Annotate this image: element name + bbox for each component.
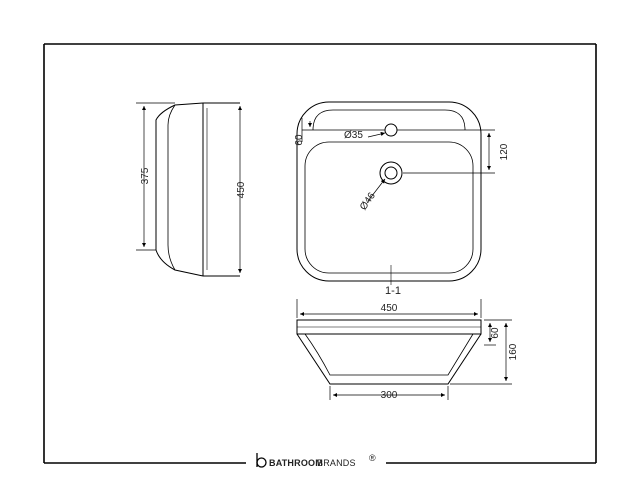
brand-registered-mark: ® xyxy=(369,453,376,463)
drawing-frame xyxy=(43,43,597,464)
section-top-width-label: 450 xyxy=(381,303,398,314)
basin-outer-rim xyxy=(296,101,482,282)
brand-b-icon xyxy=(256,453,267,468)
section-base-width-label: 300 xyxy=(381,390,398,401)
section-rim-height-label: 60 xyxy=(490,327,501,339)
side-view xyxy=(155,102,240,277)
waste-offset-label: 120 xyxy=(499,143,510,160)
plan-dimensions xyxy=(301,118,495,202)
waste-hole-outer xyxy=(379,161,403,185)
tap-hole xyxy=(384,123,398,137)
side-height-outer-label: 450 xyxy=(236,181,247,198)
side-height-dimensions xyxy=(136,102,243,273)
section-total-height-label: 160 xyxy=(508,343,519,360)
brand-name-light: BRANDS xyxy=(317,458,356,468)
waste-hole-inner xyxy=(384,166,398,180)
side-height-inner-label: 375 xyxy=(140,167,151,184)
section-label: 1-1 xyxy=(385,285,401,297)
waste-hole-diameter-label: Ø46 xyxy=(358,190,378,212)
section-dimensions xyxy=(296,299,512,400)
section-view xyxy=(296,319,482,385)
brand-logo: BATHROOM BRANDS ® xyxy=(256,453,376,468)
tap-hole-diameter-label: Ø35 xyxy=(344,130,363,141)
brand-name-bold: BATHROOM xyxy=(269,458,323,468)
plan-view xyxy=(296,101,482,285)
basin-inner-bowl xyxy=(304,141,474,274)
tap-offset-label: 60 xyxy=(294,134,305,146)
